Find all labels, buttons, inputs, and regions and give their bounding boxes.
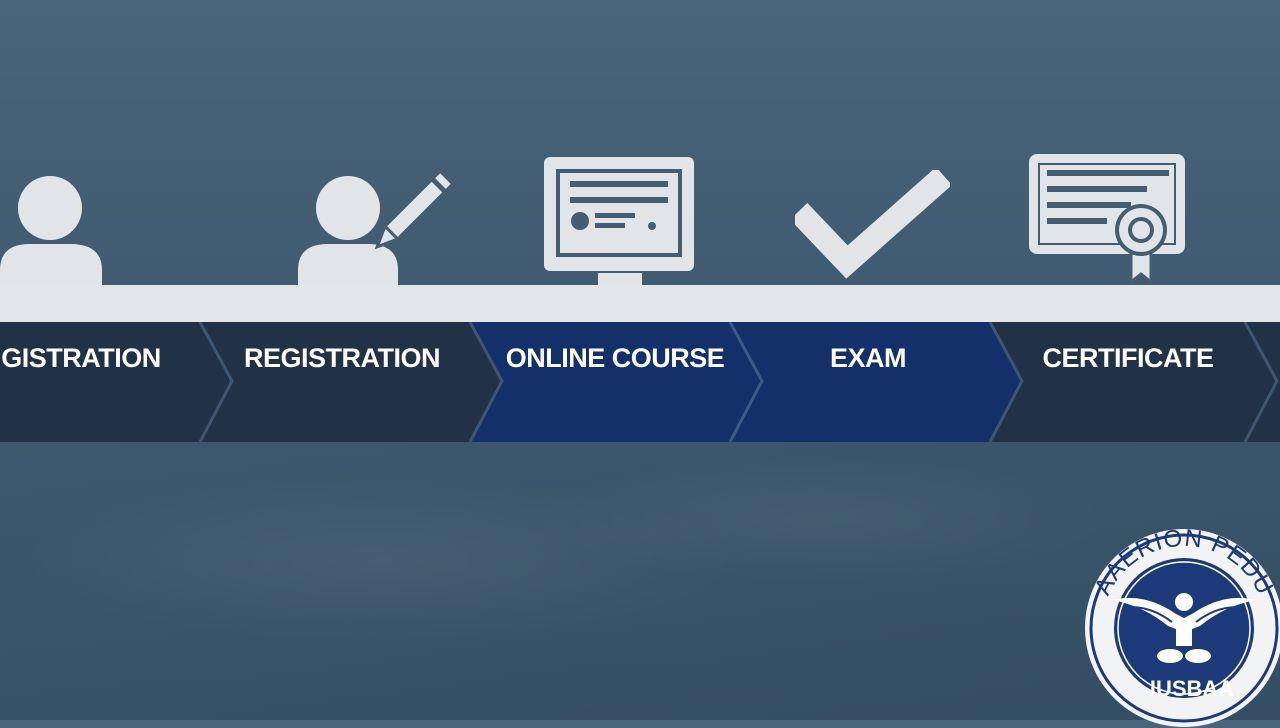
step-label-1: GISTRATION — [1, 343, 161, 373]
step-chevron-2 — [200, 322, 502, 442]
step-label-4: EXAM — [829, 343, 907, 373]
eagle-emblem-icon — [1112, 593, 1256, 663]
seal-bottom-text: IUSBAA — [1149, 676, 1235, 701]
step-label-5: CERTIFICATE — [1042, 343, 1215, 373]
step-icons — [0, 0, 1280, 300]
step-chevron-6 — [1245, 322, 1280, 442]
monitor-icon — [544, 157, 694, 287]
person-icon — [0, 176, 102, 288]
step-chevron-5 — [990, 322, 1277, 442]
step-chevron-4 — [730, 322, 1022, 442]
certificate-icon — [1029, 154, 1185, 286]
seal-logo: AAERION PEDU — [1085, 528, 1280, 727]
step-chevron-1 — [0, 322, 232, 442]
timeline-bar — [0, 285, 1280, 323]
person-pencil-icon — [298, 170, 455, 288]
checkmark-icon — [795, 170, 950, 279]
step-label-2: REGISTRATION — [244, 343, 441, 373]
step-chevron-3 — [470, 322, 762, 442]
background-blur — [0, 440, 1280, 720]
step-label-3: ONLINE COURSE — [505, 343, 725, 373]
steps-banner — [0, 322, 1280, 442]
